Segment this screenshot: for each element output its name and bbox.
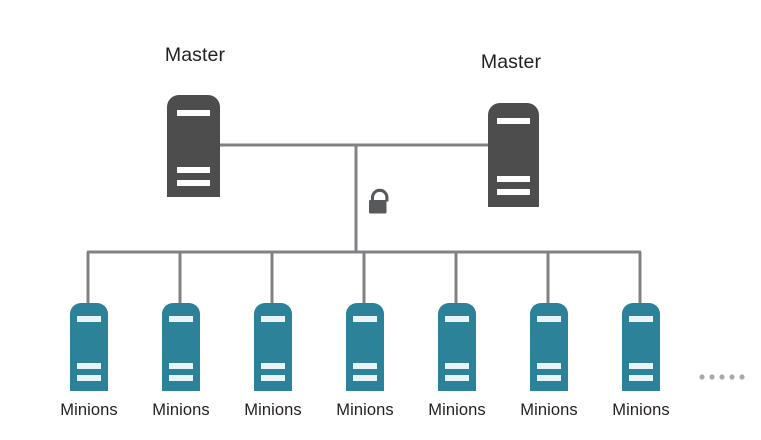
minion-5-bar-top	[445, 316, 469, 322]
minion-5-bar-mid	[445, 363, 469, 369]
master-1-bar-mid	[177, 167, 210, 173]
minion-7-bar-mid	[629, 363, 653, 369]
padlock-body	[369, 200, 387, 214]
minion-4-bar-mid	[353, 363, 377, 369]
minion-server-7-icon[interactable]	[622, 303, 660, 391]
minion-6-bar-top	[537, 316, 561, 322]
master-2-label: Master	[480, 51, 542, 73]
minion-3-bar-top	[261, 316, 285, 322]
padlock-shackle	[370, 188, 389, 202]
minion-4-bar-bottom	[353, 375, 377, 381]
minion-1-label: Minions	[60, 401, 118, 419]
master-1-bar-bottom	[177, 180, 210, 186]
minion-7-label: Minions	[612, 401, 670, 419]
ellipsis-dot-2	[709, 374, 715, 380]
master-2-bar-top	[497, 118, 530, 124]
minion-2-bar-mid	[169, 363, 193, 369]
minion-5-bar-bottom	[445, 375, 469, 381]
minion-server-1-icon[interactable]	[70, 303, 108, 391]
minion-3-bar-mid	[261, 363, 285, 369]
minion-7-bar-bottom	[629, 375, 653, 381]
minion-6-bar-mid	[537, 363, 561, 369]
minion-2-bar-top	[169, 316, 193, 322]
minion-5-label: Minions	[428, 401, 486, 419]
minion-2-label: Minions	[152, 401, 210, 419]
minion-servers-group	[70, 303, 660, 391]
minion-server-5-icon[interactable]	[438, 303, 476, 391]
minion-3-bar-bottom	[261, 375, 285, 381]
minion-4-bar-top	[353, 316, 377, 322]
connector-lines	[86, 143, 642, 303]
minion-2-bar-bottom	[169, 375, 193, 381]
minion-1-bar-mid	[77, 363, 101, 369]
master-server-1-icon[interactable]	[167, 95, 220, 197]
unlocked-padlock-icon	[369, 188, 389, 214]
minion-server-3-icon[interactable]	[254, 303, 292, 391]
minion-7-bar-top	[629, 316, 653, 322]
ellipsis-dot-5	[739, 374, 745, 380]
ellipsis-dot-4	[729, 374, 735, 380]
minion-4-label: Minions	[336, 401, 394, 419]
minion-1-bar-top	[77, 316, 101, 322]
ellipsis-dot-3	[719, 374, 725, 380]
ellipsis-dot-1	[699, 374, 705, 380]
minion-1-bar-bottom	[77, 375, 101, 381]
minion-server-4-icon[interactable]	[346, 303, 384, 391]
minion-server-6-icon[interactable]	[530, 303, 568, 391]
master-server-2-icon[interactable]	[488, 103, 539, 207]
master-1-label: Master	[164, 44, 226, 66]
master-2-bar-bottom	[497, 189, 530, 195]
master-2-bar-mid	[497, 176, 530, 182]
minion-6-bar-bottom	[537, 375, 561, 381]
master-1-bar-top	[177, 110, 210, 116]
minion-server-2-icon[interactable]	[162, 303, 200, 391]
more-minions-ellipsis-icon	[699, 374, 745, 380]
minion-3-label: Minions	[244, 401, 302, 419]
minion-6-label: Minions	[520, 401, 578, 419]
